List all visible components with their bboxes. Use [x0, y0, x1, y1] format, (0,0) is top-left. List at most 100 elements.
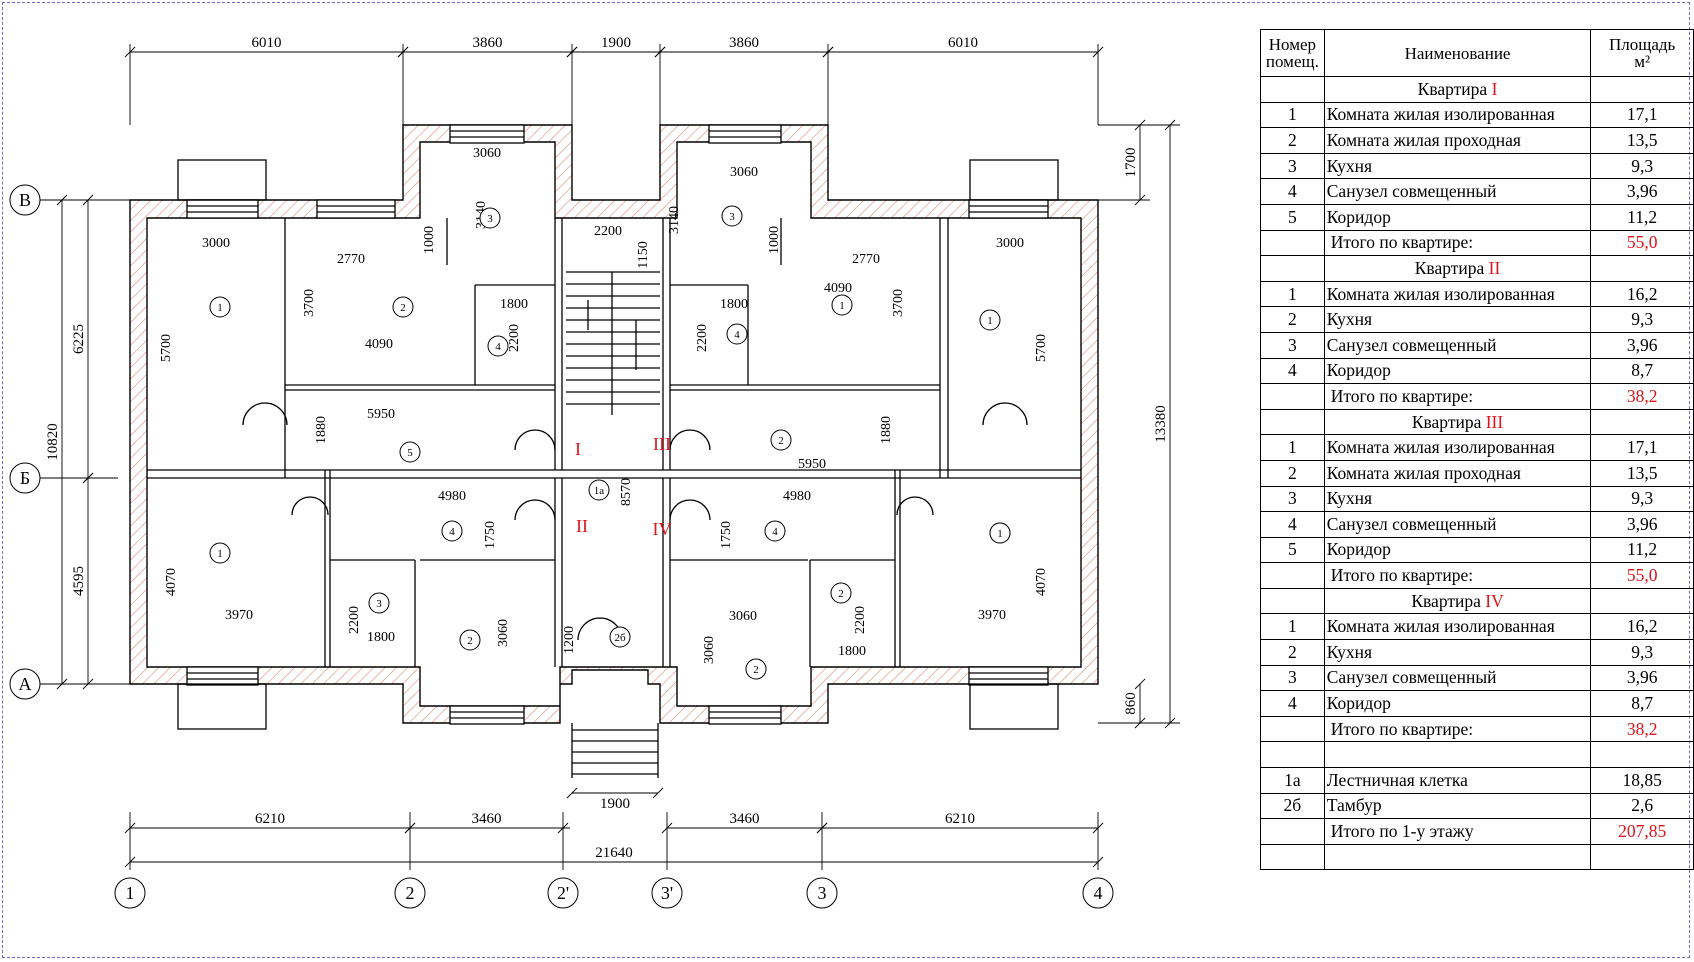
- room-marker-label: 1: [997, 528, 1003, 540]
- axis-label: Б: [20, 468, 30, 488]
- dimension-label: 3460: [730, 811, 760, 827]
- room-dimension: 2770: [852, 252, 880, 267]
- apartment-header-row: Квартира I: [1260, 76, 1694, 103]
- room-marker-label: 3: [376, 598, 382, 610]
- room-dimension: 1200: [562, 626, 577, 654]
- room-marker-label: 4: [734, 329, 740, 341]
- door-swing: [896, 496, 934, 516]
- room-dimension: 2200: [853, 606, 868, 634]
- room-dimension: 1750: [483, 521, 498, 549]
- door-swing: [514, 429, 556, 451]
- floor-total-label: Итого по 1-у этажу: [1323, 818, 1592, 845]
- room-number: 4: [1260, 511, 1325, 538]
- room-area: 9,3: [1590, 485, 1694, 513]
- door-swing: [242, 402, 288, 426]
- door-swing: [982, 402, 1028, 426]
- apartment-header-row: Квартира II: [1260, 255, 1694, 282]
- balcony: [969, 683, 1059, 730]
- room-marker-label: 1: [987, 315, 993, 327]
- room-dimension: 2200: [594, 224, 622, 239]
- room-dimension: 5700: [1034, 334, 1049, 362]
- room-name: Кухня: [1323, 485, 1592, 513]
- header-area-line1: Площадь: [1609, 35, 1676, 54]
- room-name: Коридор: [1323, 203, 1592, 231]
- empty-cell: [1260, 741, 1325, 769]
- axis-bubble: [394, 877, 426, 909]
- room-number: 3: [1260, 331, 1325, 359]
- room-name: Санузел совмещенный: [1323, 178, 1592, 205]
- dimension-tick: [1092, 856, 1104, 868]
- room-name: Коридор: [1323, 357, 1592, 385]
- apartment-total-value: 38,2: [1590, 383, 1694, 410]
- room-markers: 123451234211а14322б4231: [209, 205, 1011, 680]
- dimension-tick: [397, 46, 409, 58]
- apartment-title: Квартира I: [1323, 76, 1592, 103]
- room-name: Лестничная клетка: [1323, 767, 1592, 794]
- room-name: Комната жилая изолированная: [1323, 101, 1592, 129]
- room-dimension: 3140: [667, 206, 682, 234]
- room-schedule-table: Номер помещ. Наименование Площадь м² Ква…: [1260, 29, 1694, 871]
- window: [186, 199, 259, 219]
- room-area: 9,3: [1590, 639, 1694, 666]
- spacer-row: [1260, 843, 1694, 871]
- dimension-lines: [40, 44, 1180, 870]
- apartment-total-row: Итого по квартире:38,2: [1260, 715, 1694, 743]
- window: [449, 705, 525, 725]
- door-swing: [291, 496, 329, 516]
- door-swing: [669, 499, 711, 521]
- window: [968, 666, 1049, 686]
- axis-label: 3: [818, 883, 827, 903]
- empty-cell: [1260, 843, 1325, 871]
- axis-bubble: [9, 462, 41, 494]
- dimension-label: 860: [1123, 692, 1139, 715]
- apartment-total-row: Итого по квартире:38,2: [1260, 383, 1694, 410]
- room-dimension: 3060: [702, 636, 717, 664]
- apartment-title: Квартира III: [1323, 408, 1592, 436]
- dimension-tick: [652, 787, 664, 799]
- apartment-total-value: 55,0: [1590, 229, 1694, 257]
- room-dimension: 2200: [347, 606, 362, 634]
- room-number: 4: [1260, 357, 1325, 385]
- room-area: 16,2: [1590, 613, 1694, 641]
- room-marker-label: 1: [217, 302, 223, 314]
- dimension-label: 1900: [600, 796, 630, 812]
- room-area: 3,96: [1590, 511, 1694, 538]
- window: [449, 124, 525, 144]
- apartment-word: Квартира: [1414, 257, 1485, 278]
- dimension-tick: [566, 787, 578, 799]
- apartment-title: Квартира IV: [1323, 587, 1592, 615]
- room-name: Кухня: [1323, 306, 1592, 333]
- room-name: Комната жилая проходная: [1323, 459, 1592, 487]
- room-marker-label: 1а: [594, 485, 605, 497]
- door-swing: [669, 429, 711, 451]
- dimension-tick: [654, 46, 666, 58]
- room-marker-circle: [770, 429, 792, 451]
- room-dimension: 2200: [507, 324, 522, 352]
- room-dimension: 3970: [978, 608, 1006, 623]
- dimension-tick: [124, 46, 136, 58]
- room-name: Комната жилая изолированная: [1323, 280, 1592, 308]
- header-number: Номер помещ.: [1260, 29, 1325, 77]
- window: [316, 199, 396, 219]
- room-marker-label: 4: [495, 341, 501, 353]
- axis-label: 4: [1094, 883, 1103, 903]
- apartment-total-label: Итого по квартире:: [1323, 715, 1592, 743]
- apartment-title: Квартира II: [1323, 255, 1592, 282]
- apartment-word: Квартира: [1417, 78, 1488, 99]
- axis-label: А: [19, 674, 32, 694]
- dimension-tick: [1092, 46, 1104, 58]
- dimension-label: 6210: [945, 811, 975, 827]
- room-number: 4: [1260, 690, 1325, 717]
- axis-label: 2': [557, 883, 569, 903]
- room-marker-label: 2: [753, 664, 759, 676]
- room-dimension: 4090: [365, 337, 393, 352]
